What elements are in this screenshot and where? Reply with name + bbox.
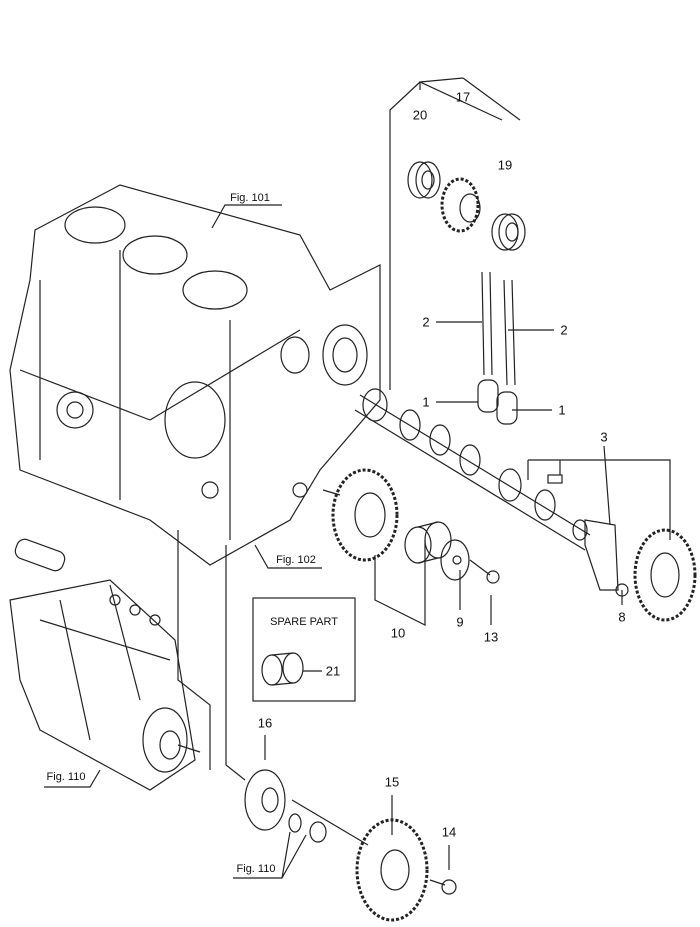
callout-1-right: 1: [558, 402, 566, 418]
spare-part-title: SPARE PART: [270, 616, 338, 628]
key: [547, 474, 563, 484]
washer: [288, 813, 302, 833]
push-rods: [481, 271, 516, 386]
fig-110-parts-ref[interactable]: Fig. 110: [236, 863, 276, 875]
callout-10: 10: [390, 625, 406, 641]
flange-16: [244, 769, 286, 831]
fig-101-ref[interactable]: Fig. 101: [230, 192, 270, 204]
nut: [309, 821, 327, 843]
callout-16: 16: [257, 715, 273, 731]
bushing-10: [404, 521, 452, 564]
callout-21: 21: [325, 663, 341, 679]
callout-13: 13: [483, 629, 499, 645]
callout-3: 3: [600, 429, 608, 445]
callout-8: 8: [618, 609, 626, 625]
callout-9: 9: [456, 614, 464, 630]
thrust-plate-3: [584, 519, 619, 591]
callout-20: 20: [412, 107, 428, 123]
callout-14: 14: [441, 824, 457, 840]
callout-15: 15: [384, 774, 400, 790]
bearing-20: [407, 161, 441, 199]
injection-pump: [9, 538, 201, 791]
bearing-19: [491, 213, 526, 251]
nut-8: [615, 583, 629, 597]
camshaft: [354, 388, 591, 551]
fig-102-ref[interactable]: Fig. 102: [276, 554, 316, 566]
cylinder-block: [9, 184, 381, 566]
spare-bushing-21: [261, 652, 322, 686]
bolt-14: [429, 879, 457, 895]
callout-1-left: 1: [422, 394, 430, 410]
gear-15: [355, 818, 429, 922]
leader-lines: [44, 77, 671, 879]
spare-part-box-frame: [252, 597, 356, 702]
gear-17: [440, 177, 481, 233]
fig-110-pump-ref[interactable]: Fig. 110: [46, 771, 86, 783]
callout-17: 17: [455, 89, 471, 105]
callout-2-left: 2: [422, 314, 430, 330]
tappets: [477, 379, 518, 425]
cam-gear: [633, 528, 697, 622]
callout-2-right: 2: [560, 322, 568, 338]
bolt-13: [469, 559, 500, 584]
idler-gear: [331, 468, 399, 562]
callout-19: 19: [497, 157, 513, 173]
shaft-9: [440, 539, 470, 581]
